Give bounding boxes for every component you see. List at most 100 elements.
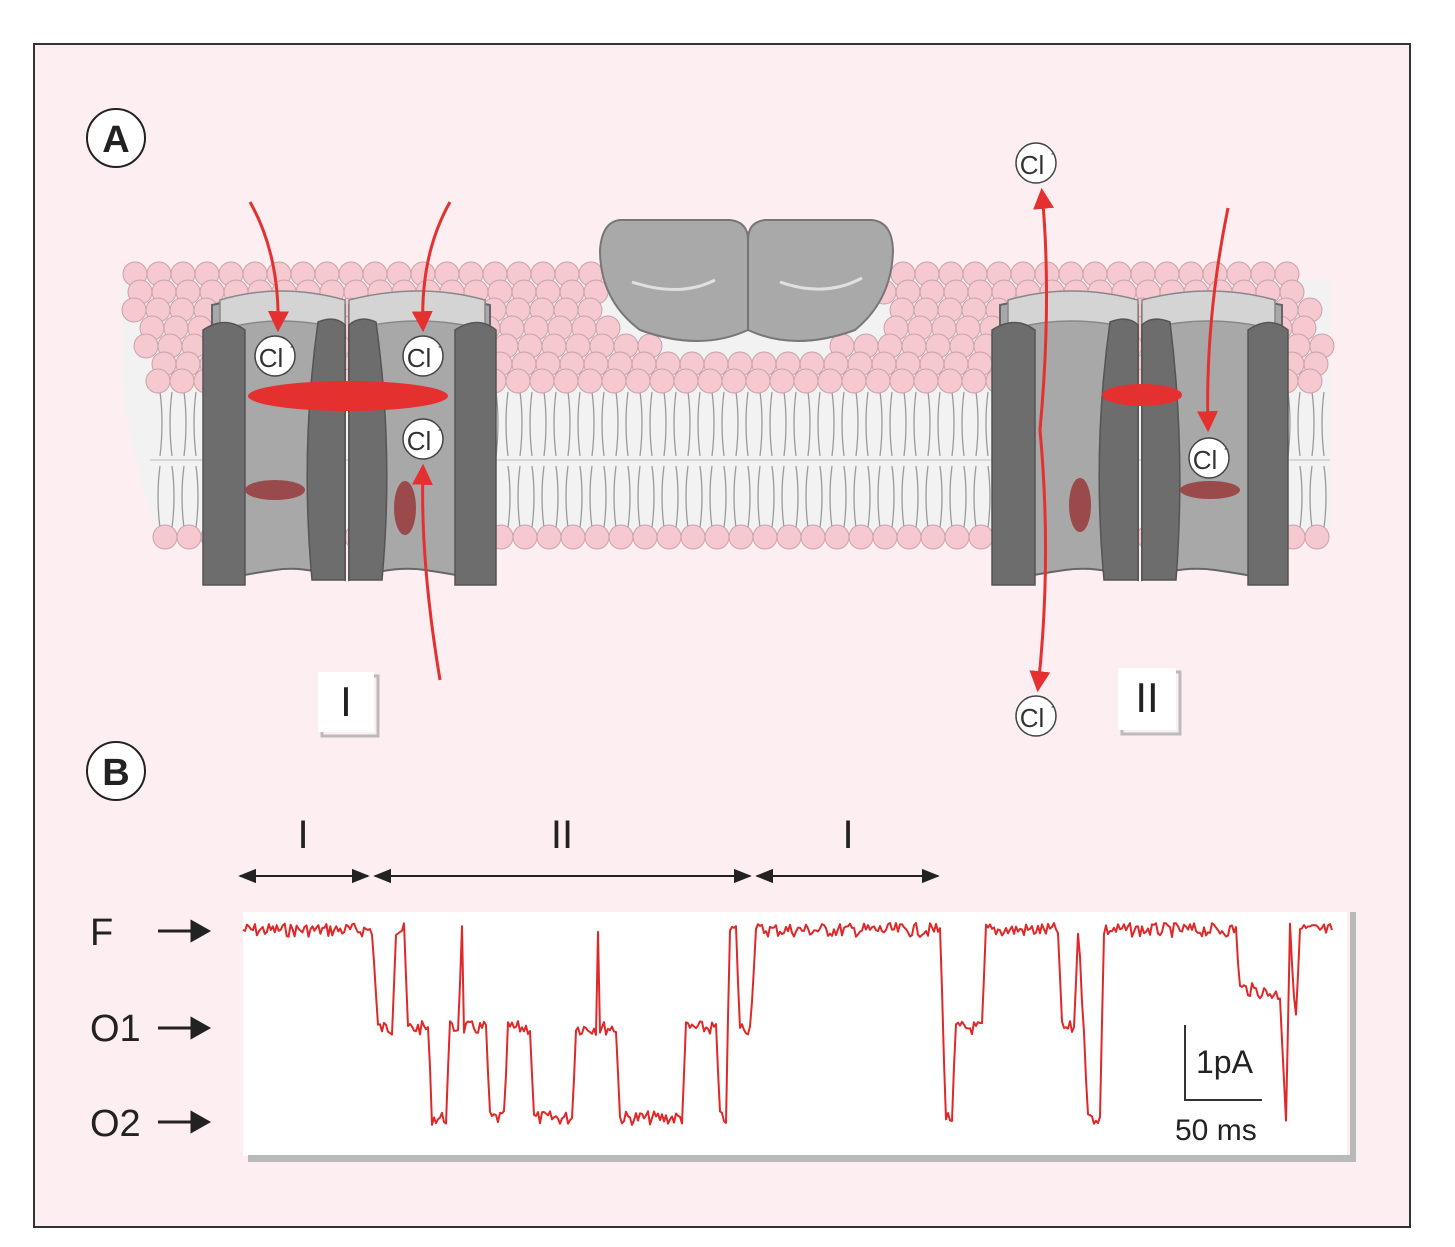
lipid-head: [632, 524, 658, 550]
segment-label: I: [842, 813, 853, 857]
svg-text:-: -: [1051, 146, 1055, 160]
lipid-head: [656, 524, 682, 550]
svg-text:-: -: [1224, 441, 1228, 455]
lipid-head: [841, 368, 867, 394]
lipid-head: [169, 368, 195, 394]
lipid-head: [752, 524, 778, 550]
svg-text:Cl: Cl: [407, 343, 432, 373]
state-two-label-box: II: [1118, 668, 1182, 736]
lipid-head: [776, 524, 802, 550]
svg-text:-: -: [290, 339, 294, 353]
segment-label: II: [551, 813, 573, 857]
closed-gate: [1180, 481, 1240, 499]
closed-gate: [245, 480, 305, 500]
lipid-head: [680, 524, 706, 550]
lipid-head: [745, 368, 771, 394]
scale-bar: 1pA 50 ms: [1175, 1025, 1262, 1147]
open-gate: [1102, 384, 1182, 406]
chloride-ion: Cl -: [1015, 142, 1057, 184]
lipid-head: [697, 368, 723, 394]
chloride-ion: Cl -: [402, 418, 444, 460]
segment-label: I: [297, 813, 308, 857]
right-arrow-icon: [158, 1016, 212, 1040]
lipid-head: [553, 368, 579, 394]
lipid-head: [121, 297, 147, 323]
lipid-head: [872, 524, 898, 550]
lipid-head: [865, 368, 891, 394]
lipid-head: [577, 368, 603, 394]
red-arrow-icon: [1029, 429, 1051, 693]
closed-gate: [394, 481, 416, 535]
svg-text:Cl: Cl: [1020, 703, 1045, 733]
lipid-head: [601, 368, 627, 394]
lipid-head: [961, 368, 987, 394]
svg-text:Cl: Cl: [407, 426, 432, 456]
open-gate: [248, 381, 448, 411]
state-one-label: I: [340, 678, 352, 725]
panel-b-badge: B: [86, 741, 146, 801]
state-one-label-box: I: [318, 672, 380, 738]
current-trace: [242, 922, 1333, 1126]
lipid-head: [728, 524, 754, 550]
svg-text:Cl: Cl: [1193, 445, 1218, 475]
level-o2: O2: [90, 1103, 212, 1145]
panel-b: B I II I F O1 O2: [86, 741, 1356, 1162]
lipid-head: [608, 524, 634, 550]
lipid-head: [512, 524, 538, 550]
red-arrow-icon: [1197, 207, 1230, 433]
svg-text:-: -: [438, 422, 442, 436]
segment-bracket: I: [238, 813, 370, 884]
panel-a-label: A: [102, 119, 129, 161]
lipid-head: [848, 524, 874, 550]
lipid-head: [133, 333, 159, 359]
scale-current-label: 1pA: [1196, 1044, 1254, 1080]
chloride-flux-arrows: [248, 187, 1230, 693]
lipid-head: [913, 368, 939, 394]
lipid-head: [529, 368, 555, 394]
lipid-head: [944, 524, 970, 550]
right-arrow-icon: [158, 1110, 212, 1134]
scale-time-label: 50 ms: [1175, 1114, 1257, 1147]
svg-text:Cl: Cl: [259, 343, 284, 373]
level-o1-label: O1: [90, 1008, 141, 1050]
lipid-head: [896, 524, 922, 550]
lipid-head: [560, 524, 586, 550]
red-arrow-icon: [411, 463, 442, 681]
lipid-head: [505, 368, 531, 394]
cytoplasmic-protein: [598, 219, 895, 342]
lipid-head: [625, 368, 651, 394]
closed-gate: [1069, 478, 1091, 532]
chloride-ion: Cl -: [1188, 437, 1230, 479]
lipid-head: [1304, 524, 1330, 550]
lipid-head: [889, 368, 915, 394]
segment-bracket: I: [755, 813, 940, 884]
svg-text:-: -: [438, 339, 442, 353]
lipid-head: [824, 524, 850, 550]
lipid-head: [673, 368, 699, 394]
lipid-head: [536, 524, 562, 550]
lipid-head: [1297, 368, 1323, 394]
segment-bracket: II: [373, 813, 752, 884]
state-two-label: II: [1135, 674, 1158, 721]
level-o1: O1: [90, 1008, 212, 1050]
lipid-head: [968, 524, 994, 550]
chloride-ion: Cl -: [402, 335, 444, 377]
chloride-ion: Cl -: [1015, 695, 1057, 737]
chloride-ion: Cl -: [254, 335, 296, 377]
right-arrow-icon: [158, 919, 212, 943]
lipid-head: [145, 368, 171, 394]
lipid-head: [584, 524, 610, 550]
level-f: F: [90, 912, 212, 954]
lipid-head: [152, 524, 178, 550]
svg-text:-: -: [1051, 699, 1055, 713]
lipid-head: [649, 368, 675, 394]
channel-state-one: [202, 290, 497, 586]
svg-text:Cl: Cl: [1020, 150, 1045, 180]
lipid-head: [800, 524, 826, 550]
panel-a-badge: A: [86, 108, 146, 168]
lipid-head: [704, 524, 730, 550]
lipid-head: [769, 368, 795, 394]
lipid-head: [817, 368, 843, 394]
lipid-head: [176, 524, 202, 550]
